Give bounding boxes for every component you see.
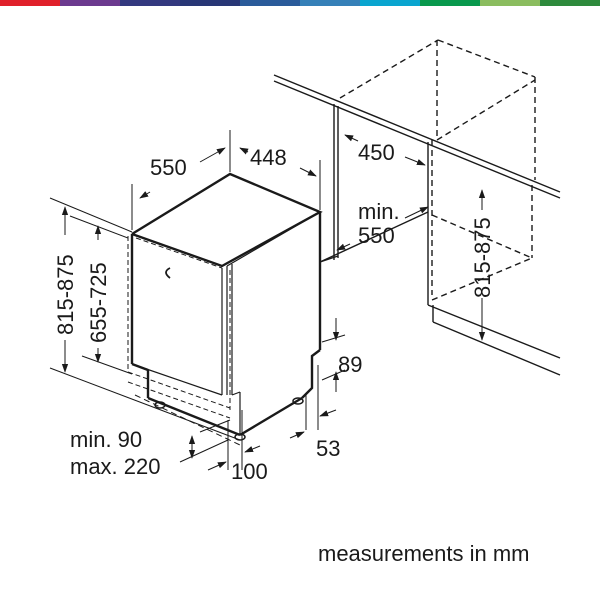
- foot-height-label: 89: [338, 352, 362, 377]
- color-segment: [480, 0, 540, 6]
- niche-depth-value-label: 550: [358, 223, 395, 248]
- depth-label: 550: [150, 155, 187, 180]
- color-segment: [60, 0, 120, 6]
- dishwasher-side-panel: [131, 211, 321, 435]
- units-note: measurements in mm: [318, 541, 530, 566]
- adjacent-cabinet-outline: [339, 39, 536, 301]
- door-handle-icon: [165, 267, 171, 279]
- floor-plinth-right: [427, 304, 561, 376]
- foot-offset-label: 53: [316, 436, 340, 461]
- color-segment: [120, 0, 180, 6]
- color-segment: [0, 0, 60, 6]
- color-segment: [360, 0, 420, 6]
- decor-door-outline: [127, 236, 231, 419]
- color-segment: [540, 0, 600, 6]
- color-segment: [420, 0, 480, 6]
- door-height-label: 655-725: [86, 262, 111, 343]
- adjustable-feet: [154, 397, 304, 441]
- plinth-min-label: min. 90: [70, 427, 142, 452]
- countertop: [273, 74, 561, 199]
- extension-lines: [131, 130, 346, 470]
- brand-color-bar: [0, 0, 600, 6]
- color-segment: [240, 0, 300, 6]
- color-segment: [300, 0, 360, 6]
- total-height-label: 815-875: [53, 254, 78, 335]
- plinth-setback-label: 100: [231, 459, 268, 484]
- floor-lines-left: [49, 197, 241, 446]
- niche-depth-min-label: min.: [358, 199, 400, 224]
- dishwasher-body: [130, 172, 323, 437]
- niche-height-label: 815-875: [470, 217, 495, 298]
- plinth-max-label: max. 220: [70, 454, 161, 479]
- width-label: 448: [250, 145, 287, 170]
- dimension-arrows: [61, 134, 486, 471]
- niche-width-label: 450: [358, 140, 395, 165]
- color-segment: [180, 0, 240, 6]
